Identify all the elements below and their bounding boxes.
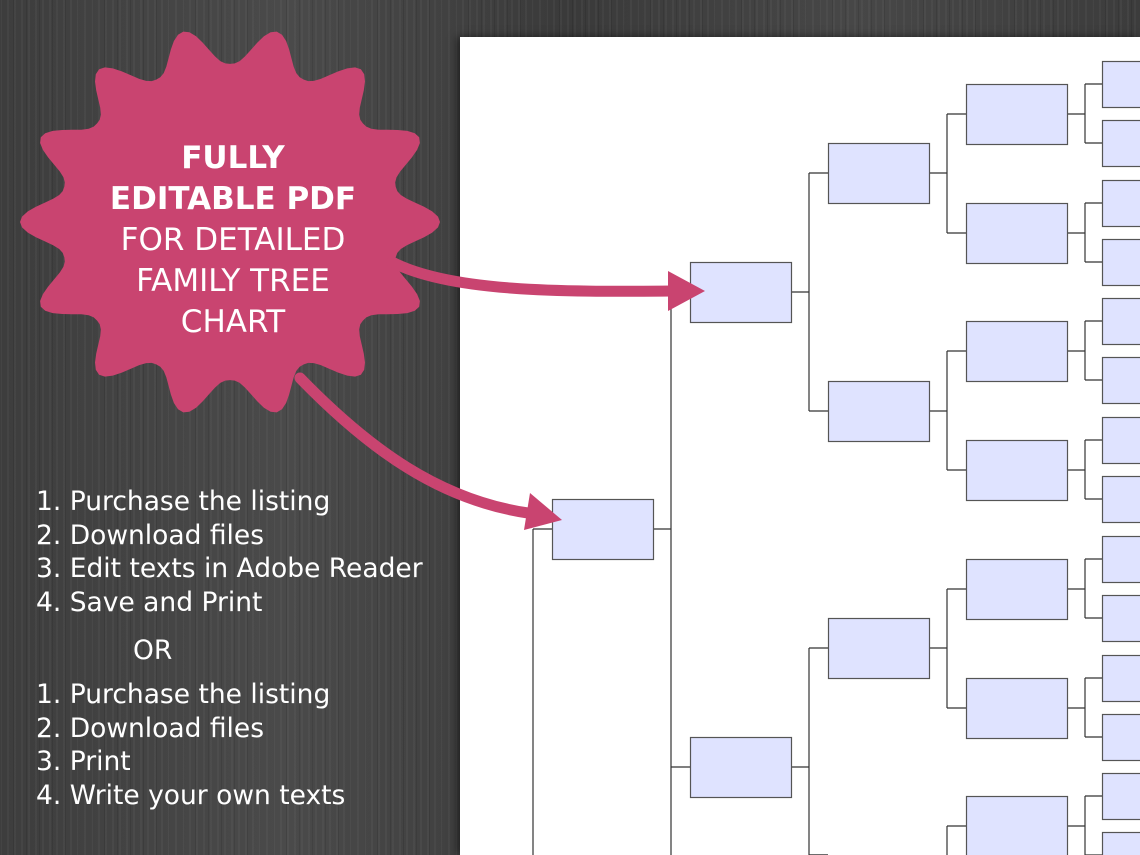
tree-boxes — [551, 60, 1140, 855]
name-box[interactable] — [965, 202, 1069, 265]
name-box[interactable] — [1101, 297, 1140, 346]
name-box[interactable] — [965, 558, 1069, 621]
name-box[interactable] — [551, 498, 655, 561]
name-box[interactable] — [1101, 60, 1140, 109]
badge-line-for-detailed: FOR DETAILED — [120, 222, 346, 258]
badge-line-fully: FULLY — [181, 140, 285, 176]
name-box[interactable] — [965, 83, 1069, 146]
name-box[interactable] — [689, 736, 793, 799]
name-box[interactable] — [1101, 238, 1140, 287]
name-box[interactable] — [1101, 772, 1140, 821]
name-box[interactable] — [1101, 713, 1140, 762]
instruction-step: 2. Download files — [36, 712, 265, 744]
name-box[interactable] — [965, 795, 1069, 855]
family-tree-page — [460, 37, 1140, 855]
badge-line-chart: CHART — [180, 304, 286, 340]
instruction-step: 3. Print — [36, 746, 131, 778]
instruction-step: 3. Edit texts in Adobe Reader — [36, 553, 423, 585]
name-box[interactable] — [1101, 535, 1140, 584]
name-box[interactable] — [827, 380, 931, 443]
instructions-list-edit: 1. Purchase the listing 2. Download file… — [36, 485, 423, 619]
name-box[interactable] — [965, 677, 1069, 740]
starburst-shape — [20, 31, 440, 413]
name-box[interactable] — [1101, 356, 1140, 405]
name-box[interactable] — [965, 439, 1069, 502]
tree-connectors — [532, 83, 1102, 855]
instruction-step: 2. Download files — [36, 519, 265, 551]
name-box[interactable] — [827, 142, 931, 205]
name-box[interactable] — [689, 261, 793, 324]
starburst-badge — [20, 31, 440, 413]
name-box[interactable] — [1101, 119, 1140, 168]
name-box[interactable] — [1101, 179, 1140, 228]
name-box[interactable] — [1101, 475, 1140, 524]
name-box[interactable] — [1101, 594, 1140, 643]
badge-line-editable-pdf: EDITABLE PDF — [109, 181, 357, 217]
instructions-list-print: 1. Purchase the listing 2. Download file… — [36, 678, 345, 812]
instruction-step: 4. Save and Print — [36, 586, 263, 618]
instruction-step: 1. Purchase the listing — [36, 486, 331, 517]
family-tree-chart — [532, 60, 1140, 855]
instruction-step: 1. Purchase the listing — [36, 679, 331, 710]
name-box[interactable] — [827, 617, 931, 680]
name-box[interactable] — [1101, 831, 1140, 855]
name-box[interactable] — [965, 320, 1069, 383]
name-box[interactable] — [1101, 416, 1140, 465]
instruction-step: 4. Write your own texts — [36, 779, 346, 811]
name-box[interactable] — [1101, 654, 1140, 703]
badge-line-family-tree: FAMILY TREE — [136, 263, 330, 299]
or-separator: OR — [133, 635, 173, 666]
